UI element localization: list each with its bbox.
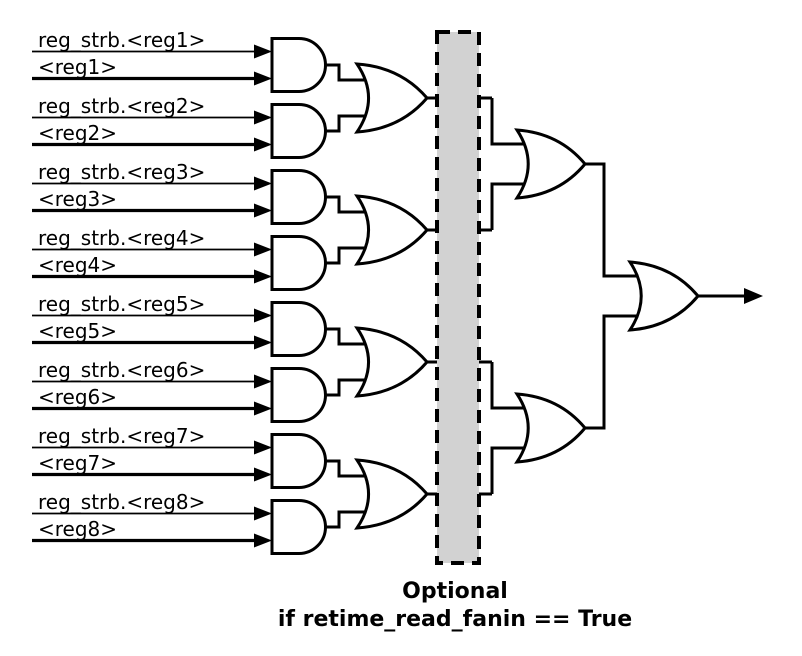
input-arrowhead	[254, 71, 272, 86]
and-gate-8	[270, 499, 327, 555]
input-label-strobe-4: reg_strb.<reg4>	[38, 225, 206, 250]
wire-to-or2	[490, 182, 529, 230]
optional-caption: Optional if retime_read_fanin == True	[230, 578, 680, 634]
or-gate-stage1-3	[354, 326, 429, 398]
input-label-strobe-1: reg_strb.<reg1>	[38, 27, 206, 52]
input-label-strobe-7: reg_strb.<reg7>	[38, 423, 206, 448]
wire-and-to-or1	[326, 195, 369, 214]
wire-and-to-or1	[326, 63, 369, 82]
wire-or2-to-final	[585, 314, 642, 430]
and-gate-4	[270, 235, 327, 291]
or-gate-stage1-4	[354, 458, 429, 530]
input-arrowhead	[254, 176, 272, 191]
input-label-strobe-8: reg_strb.<reg8>	[38, 489, 206, 514]
wire-and-to-or1	[326, 510, 369, 529]
or-gate-stage1-1	[354, 62, 429, 134]
wires-layer	[32, 44, 763, 548]
input-label-reg-8: <reg8>	[38, 516, 118, 541]
input-arrowhead	[254, 308, 272, 323]
output-arrowhead	[744, 288, 763, 304]
wire-and-to-or1	[326, 459, 369, 478]
input-label-strobe-6: reg_strb.<reg6>	[38, 357, 206, 382]
wire-and-to-or1	[326, 327, 369, 346]
input-arrowhead	[254, 137, 272, 152]
input-arrowhead	[254, 374, 272, 389]
wire-to-or2	[490, 362, 529, 410]
wire-and-to-or1	[326, 378, 369, 397]
and-gate-6	[270, 367, 327, 423]
and-gate-1	[270, 37, 327, 93]
gates-layer	[270, 37, 700, 555]
wire-to-or2	[490, 98, 529, 146]
and-gate-7	[270, 433, 327, 489]
input-arrowhead	[254, 533, 272, 548]
wire-or2-to-final	[585, 162, 642, 278]
optional-caption-line2: if retime_read_fanin == True	[277, 607, 633, 632]
or-gate-stage1-2	[354, 194, 429, 266]
or-gate-stage2-1	[514, 128, 587, 200]
input-label-reg-3: <reg3>	[38, 186, 118, 211]
and-gate-2	[270, 103, 327, 159]
input-label-reg-4: <reg4>	[38, 252, 118, 277]
input-arrowhead	[254, 467, 272, 482]
input-arrowhead	[254, 242, 272, 257]
input-label-reg-2: <reg2>	[38, 120, 118, 145]
or-gate-final	[627, 260, 700, 332]
input-arrowhead	[254, 44, 272, 59]
input-label-strobe-2: reg_strb.<reg2>	[38, 93, 206, 118]
input-label-strobe-5: reg_strb.<reg5>	[38, 291, 206, 316]
input-arrowhead	[254, 110, 272, 125]
input-arrowhead	[254, 335, 272, 350]
and-gate-3	[270, 169, 327, 225]
input-label-reg-7: <reg7>	[38, 450, 118, 475]
input-arrowhead	[254, 506, 272, 521]
wire-to-or2	[490, 446, 529, 494]
input-arrowhead	[254, 401, 272, 416]
or-gate-stage2-2	[514, 392, 587, 464]
optional-retime-region-box	[435, 30, 481, 565]
optional-caption-line1: Optional	[402, 579, 508, 604]
input-arrowhead	[254, 203, 272, 218]
input-arrowhead	[254, 440, 272, 455]
input-label-reg-5: <reg5>	[38, 318, 118, 343]
input-label-strobe-3: reg_strb.<reg3>	[38, 159, 206, 184]
and-gate-5	[270, 301, 327, 357]
wire-and-to-or1	[326, 114, 369, 133]
wire-and-to-or1	[326, 246, 369, 265]
input-arrowhead	[254, 269, 272, 284]
input-label-reg-6: <reg6>	[38, 384, 118, 409]
input-label-reg-1: <reg1>	[38, 54, 118, 79]
